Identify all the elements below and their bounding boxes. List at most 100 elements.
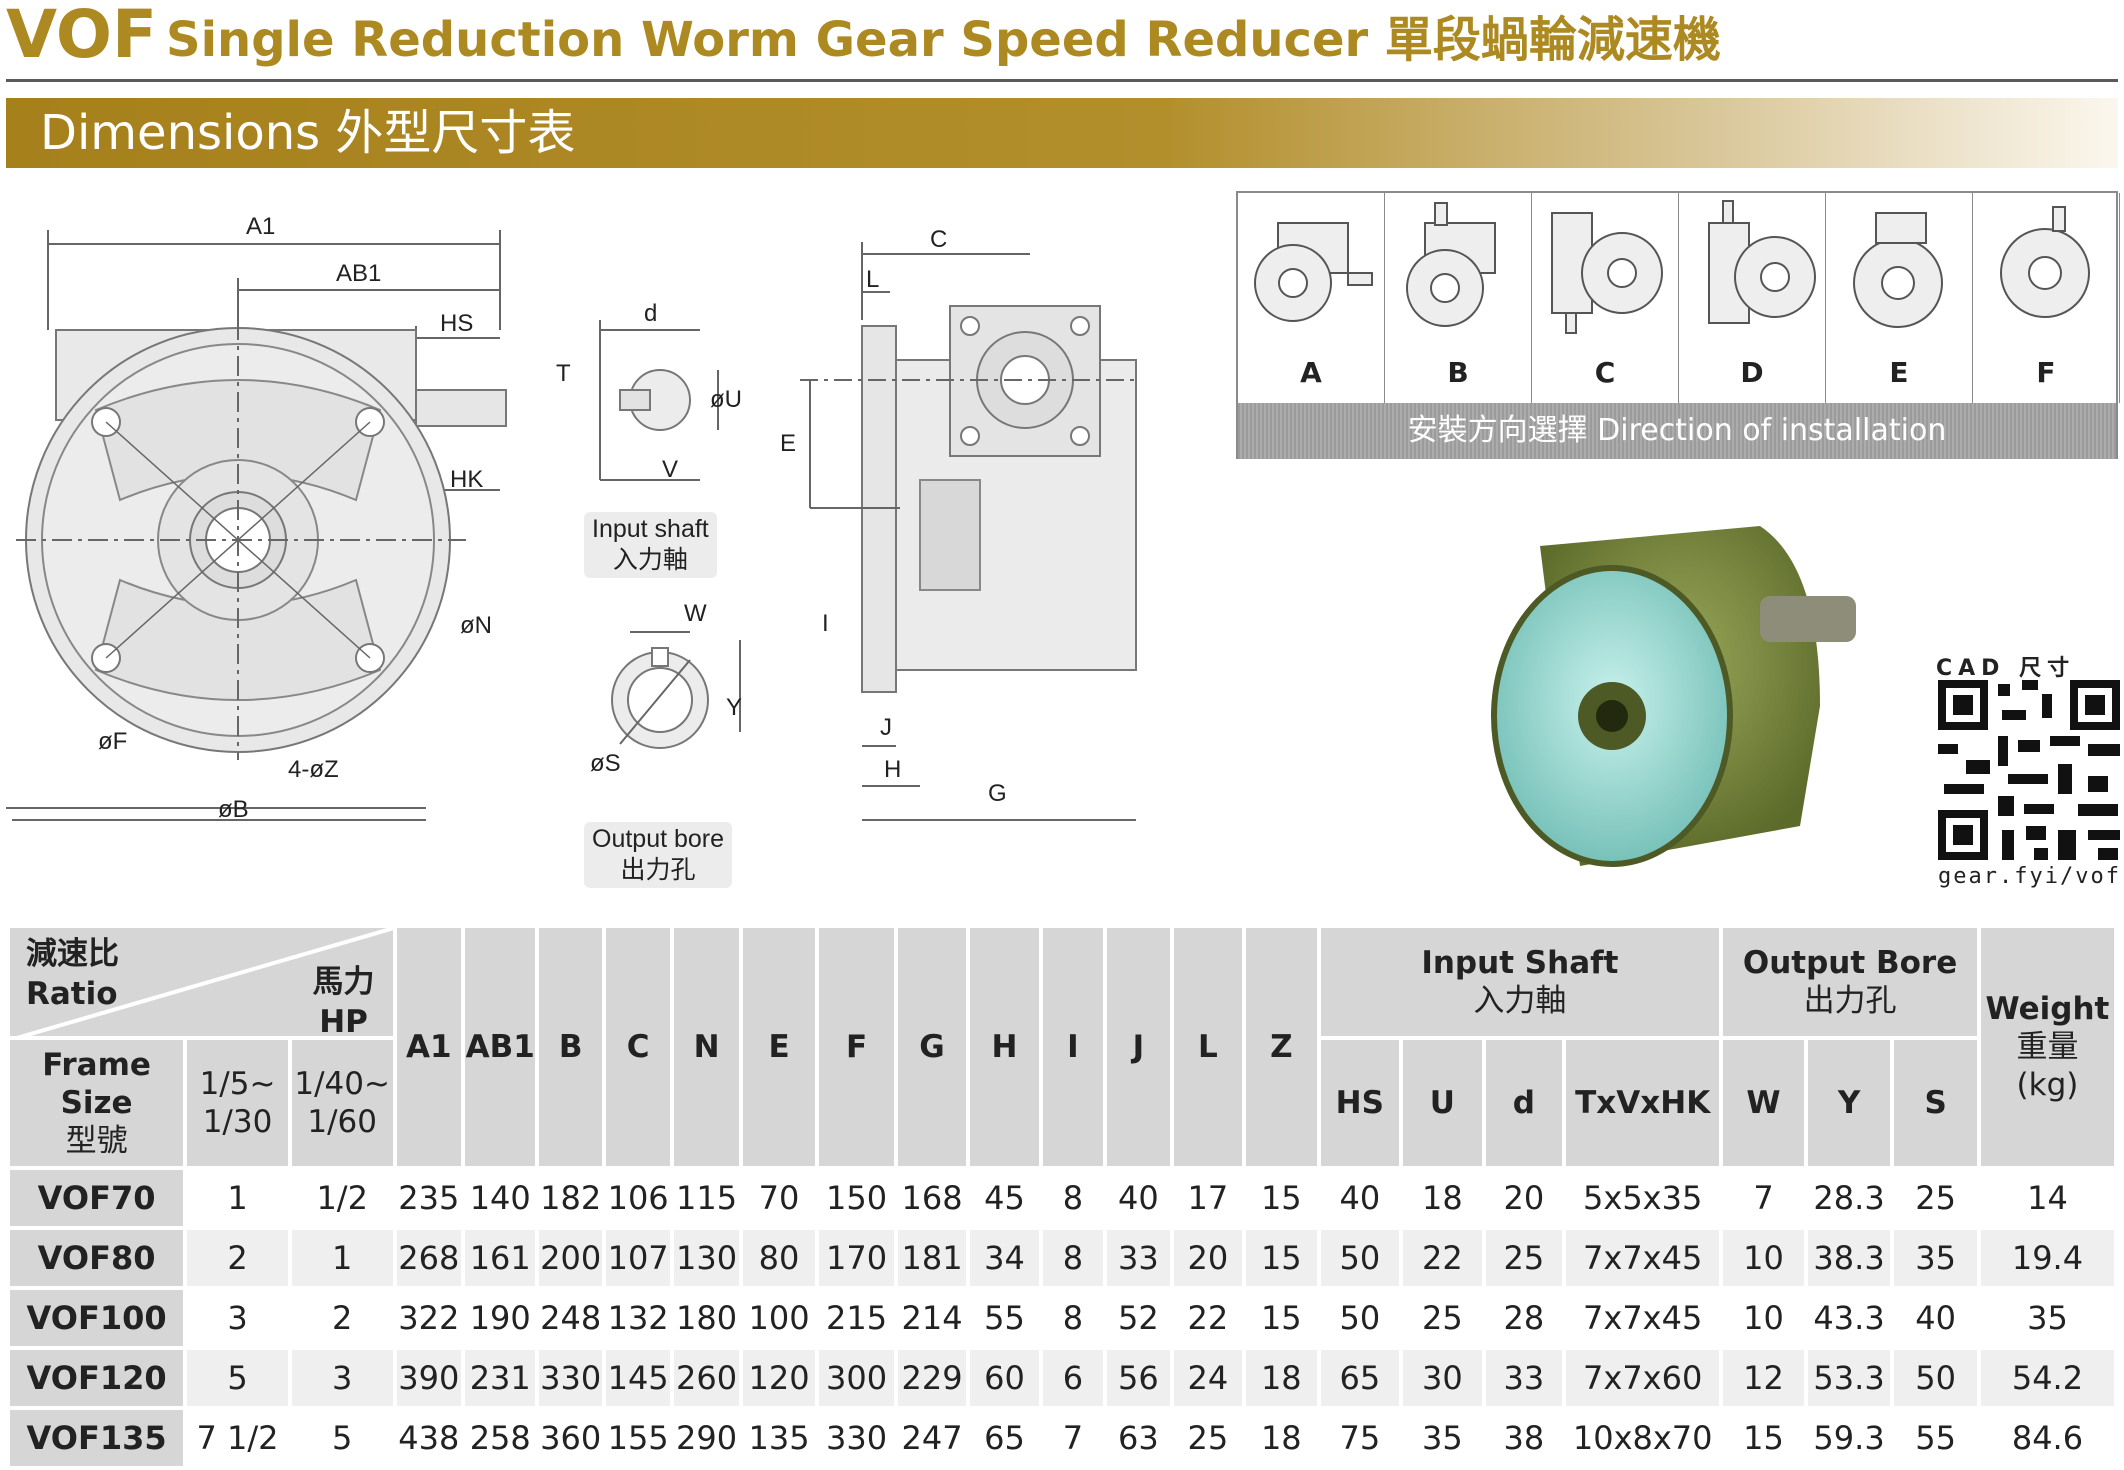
label-b: øB bbox=[218, 796, 249, 823]
mount-letter-e: E bbox=[1889, 356, 1909, 389]
label-h: H bbox=[884, 756, 902, 783]
ratio-label-en: Ratio bbox=[26, 976, 118, 1012]
table-cell: 40 bbox=[1103, 1166, 1174, 1230]
input-shaft-group: Input Shaft 入力軸 bbox=[1316, 924, 1724, 1040]
mount-option-b[interactable]: B bbox=[1385, 193, 1532, 403]
table-cell: 17 bbox=[1169, 1166, 1247, 1230]
section-title: Dimensions 外型尺寸表 bbox=[40, 105, 576, 161]
input-shaft-group-en: Input Shaft bbox=[1421, 945, 1619, 981]
mounting-panel: A B C D E F 安裝方向選擇 Direction of installa… bbox=[1236, 191, 2120, 459]
table-cell: 20 bbox=[1169, 1226, 1247, 1290]
table-cell: 168 bbox=[893, 1166, 971, 1230]
table-cell: 290 bbox=[670, 1406, 743, 1470]
col-c: C bbox=[601, 924, 675, 1170]
table-cell: 145 bbox=[601, 1346, 675, 1410]
table-cell: 84.6 bbox=[1976, 1406, 2119, 1470]
mount-option-f[interactable]: F bbox=[1973, 193, 2120, 403]
mount-option-e[interactable]: E bbox=[1826, 193, 1973, 403]
table-cell: 14 bbox=[1976, 1166, 2119, 1230]
table-cell: 3 bbox=[183, 1286, 292, 1350]
table-cell: 30 bbox=[1399, 1346, 1486, 1410]
frame-size-cell: VOF80 bbox=[5, 1226, 188, 1290]
table-cell: 55 bbox=[966, 1286, 1043, 1350]
mount-option-a[interactable]: A bbox=[1238, 193, 1385, 403]
label-n: øN bbox=[460, 612, 492, 639]
table-cell: 15 bbox=[1242, 1166, 1321, 1230]
table-cell: 180 bbox=[670, 1286, 743, 1350]
table-cell: 115 bbox=[670, 1166, 743, 1230]
label-d: d bbox=[644, 300, 658, 327]
mount-e-icon bbox=[1853, 212, 1943, 328]
table-cell: 1 bbox=[287, 1226, 397, 1290]
weight-header: Weight 重量 (kg) bbox=[1976, 924, 2119, 1170]
table-cell: 34 bbox=[966, 1226, 1043, 1290]
label-j: J bbox=[880, 714, 892, 741]
frame-size-header: Frame Size 型號 bbox=[5, 1036, 188, 1170]
input-shaft-drawing bbox=[599, 320, 719, 481]
table-cell: 50 bbox=[1316, 1226, 1404, 1290]
frame-size-cell: VOF100 bbox=[5, 1286, 188, 1350]
col-txvxhk: TxVxHK bbox=[1562, 1036, 1724, 1170]
table-cell: 80 bbox=[738, 1226, 820, 1290]
col-z: Z bbox=[1242, 924, 1321, 1170]
table-cell: 5 bbox=[183, 1346, 292, 1410]
col-e: E bbox=[738, 924, 820, 1170]
frame-size-cell: VOF135 bbox=[5, 1406, 188, 1470]
col-ab1: AB1 bbox=[460, 924, 540, 1170]
mount-option-c[interactable]: C bbox=[1532, 193, 1679, 403]
product-photo bbox=[1491, 526, 1856, 867]
label-w: W bbox=[684, 600, 707, 627]
mounting-caption: 安裝方向選擇 Direction of installation bbox=[1238, 403, 2116, 459]
label-e: E bbox=[780, 430, 797, 457]
label-c: C bbox=[930, 226, 948, 253]
col-s: S bbox=[1890, 1036, 1981, 1170]
ratio-hp-header: 減速比 Ratio 馬力 HP bbox=[6, 924, 397, 1040]
weight-header-en: Weight bbox=[1985, 991, 2110, 1027]
table-cell: 40 bbox=[1890, 1286, 1981, 1350]
mount-a-icon bbox=[1254, 222, 1373, 322]
table-cell: 50 bbox=[1316, 1286, 1404, 1350]
ratio-range-2: 1/40~ 1/60 bbox=[287, 1036, 397, 1170]
table-cell: 7 bbox=[1719, 1166, 1808, 1230]
table-cell: 33 bbox=[1481, 1346, 1567, 1410]
table-cell: 8 bbox=[1038, 1166, 1108, 1230]
table-cell: 45 bbox=[966, 1166, 1043, 1230]
label-f: øF bbox=[98, 728, 128, 755]
table-cell: 60 bbox=[966, 1346, 1043, 1410]
table-cell: 10 bbox=[1719, 1226, 1808, 1290]
table-cell: 7 bbox=[1038, 1406, 1108, 1470]
table-cell: 65 bbox=[1316, 1346, 1404, 1410]
col-f: F bbox=[815, 924, 898, 1170]
output-bore-group-zh: 出力孔 bbox=[1803, 983, 1897, 1019]
label-i: I bbox=[822, 610, 829, 637]
spec-table: 減速比 Ratio 馬力 HP A1 AB1 B C N E F G H I J… bbox=[5, 924, 2119, 1470]
table-cell: 54.2 bbox=[1976, 1346, 2119, 1410]
label-s: øS bbox=[590, 750, 621, 777]
label-l: L bbox=[866, 266, 880, 293]
table-cell: 15 bbox=[1719, 1406, 1808, 1470]
table-cell: 25 bbox=[1890, 1166, 1981, 1230]
col-l: L bbox=[1169, 924, 1247, 1170]
frame-header-zh: 型號 bbox=[65, 1123, 128, 1159]
table-cell: 2 bbox=[287, 1286, 397, 1350]
table-cell: 63 bbox=[1103, 1406, 1174, 1470]
table-cell: 322 bbox=[392, 1286, 465, 1350]
table-cell: 25 bbox=[1481, 1226, 1567, 1290]
table-cell: 7x7x45 bbox=[1562, 1226, 1724, 1290]
table-cell: 24 bbox=[1169, 1346, 1247, 1410]
table-cell: 35 bbox=[1399, 1406, 1486, 1470]
mount-option-d[interactable]: D bbox=[1679, 193, 1826, 403]
qr-url[interactable]: gear.fyi/vof bbox=[1938, 864, 2121, 889]
table-cell: 155 bbox=[601, 1406, 675, 1470]
mount-f-icon bbox=[2000, 206, 2090, 318]
table-cell: 7 1/2 bbox=[183, 1406, 292, 1470]
table-cell: 130 bbox=[670, 1226, 743, 1290]
label-y: Y bbox=[726, 694, 743, 721]
table-cell: 59.3 bbox=[1803, 1406, 1895, 1470]
table-cell: 300 bbox=[815, 1346, 898, 1410]
table-cell: 132 bbox=[601, 1286, 675, 1350]
weight-header-zh: 重量 bbox=[2016, 1029, 2079, 1065]
qr-code-icon[interactable] bbox=[1938, 680, 2120, 860]
